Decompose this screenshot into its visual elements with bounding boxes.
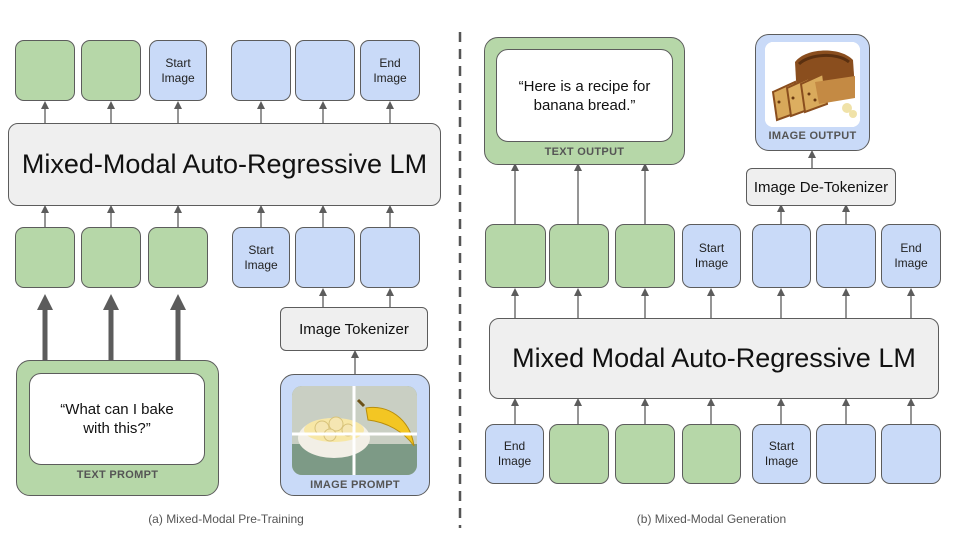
- text-output-frame: “Here is a recipe for banana bread.” TEX…: [484, 37, 685, 165]
- start-image-token: Start Image: [232, 227, 290, 288]
- image-token: [295, 227, 355, 288]
- image-token: [360, 227, 420, 288]
- banana-bowl-image: [292, 386, 417, 475]
- image-output-label: IMAGE OUTPUT: [768, 130, 857, 142]
- image-detokenizer-box: Image De-Tokenizer: [746, 168, 896, 206]
- start-image-token: Start Image: [682, 224, 741, 288]
- start-image-token: Start Image: [149, 40, 207, 101]
- image-tokenizer-box: Image Tokenizer: [280, 307, 428, 351]
- text-token: [549, 224, 609, 288]
- end-image-token: End Image: [485, 424, 544, 484]
- image-token: [752, 224, 811, 288]
- text-token: [615, 424, 675, 484]
- text-token: [81, 227, 141, 288]
- image-token: [231, 40, 291, 101]
- image-token: [295, 40, 355, 101]
- image-token: [881, 424, 941, 484]
- left-caption: (a) Mixed-Modal Pre-Training: [148, 512, 304, 526]
- text-prompt-text: “What can I bake with this?”: [29, 373, 205, 465]
- text-token: [148, 227, 208, 288]
- text-prompt-frame: “What can I bake with this?” TEXT PROMPT: [16, 360, 219, 496]
- image-prompt-frame: IMAGE PROMPT: [280, 374, 430, 496]
- image-output-frame: IMAGE OUTPUT: [755, 34, 870, 151]
- end-image-token: End Image: [360, 40, 420, 101]
- left-lm-box: Mixed-Modal Auto-Regressive LM: [8, 123, 441, 206]
- image-token: [816, 224, 876, 288]
- text-output-text: “Here is a recipe for banana bread.”: [496, 49, 673, 142]
- image-prompt-label: IMAGE PROMPT: [310, 479, 400, 491]
- end-image-token: End Image: [881, 224, 941, 288]
- text-token: [549, 424, 609, 484]
- text-token: [81, 40, 141, 101]
- text-token: [485, 224, 546, 288]
- image-token: [816, 424, 876, 484]
- text-prompt-label: TEXT PROMPT: [76, 469, 159, 481]
- text-token: [15, 40, 75, 101]
- text-token: [15, 227, 75, 288]
- text-token: [682, 424, 741, 484]
- start-image-token: Start Image: [752, 424, 811, 484]
- text-token: [615, 224, 675, 288]
- right-lm-box: Mixed Modal Auto-Regressive LM: [489, 318, 939, 399]
- banana-bread-image: [765, 42, 860, 127]
- right-caption: (b) Mixed-Modal Generation: [636, 512, 787, 526]
- text-output-label: TEXT OUTPUT: [544, 146, 625, 158]
